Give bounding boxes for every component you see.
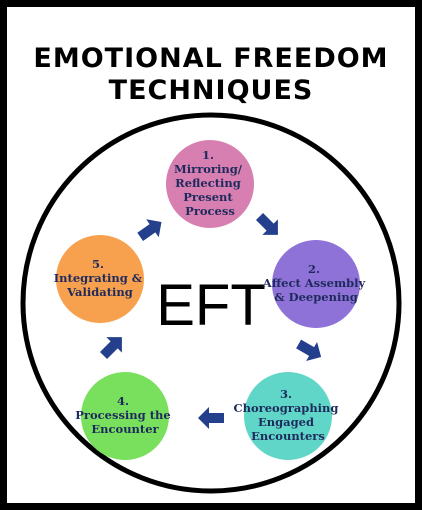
step-label-3: 3. Choreographing Engaged Encounters: [234, 387, 343, 443]
step-5-line-2: Integrating &: [54, 271, 143, 285]
step-5-line-3: Validating: [66, 285, 133, 299]
step-3-line-3: Engaged: [258, 415, 314, 429]
step-5-line-1: 5.: [92, 257, 104, 271]
step-node-1: 1. Mirroring/ Reflecting Present Process: [166, 140, 254, 228]
step-2-line-1: 2.: [308, 262, 320, 276]
step-3-line-4: Encounters: [251, 429, 325, 443]
arrow-3-to-4: [198, 407, 224, 429]
step-1-line-5: Process: [185, 204, 235, 218]
step-node-2: 2. Affect Assembly & Deepening: [262, 240, 369, 328]
step-node-4: 4. Processing the Encounter: [75, 372, 174, 460]
step-1-line-4: Present: [183, 190, 233, 204]
step-circle-3: [244, 372, 332, 460]
arrow-1-to-2: [255, 212, 278, 235]
step-4-line-1: 4.: [117, 394, 129, 408]
step-4-line-3: Encounter: [91, 422, 159, 436]
step-label-2: 2. Affect Assembly & Deepening: [262, 262, 369, 304]
step-1-line-1: 1.: [202, 148, 214, 162]
eft-cycle-diagram: EFT 1. Mirroring/ Reflecting Present Pro…: [20, 112, 402, 494]
infographic-panel: EMOTIONAL FREEDOM TECHNIQUES EFT 1. Mirr…: [7, 7, 415, 503]
arrow-2-to-3: [296, 339, 322, 362]
step-2-line-2: Affect Assembly: [262, 276, 366, 290]
title-line-1: EMOTIONAL FREEDOM: [33, 43, 389, 74]
page-title: EMOTIONAL FREEDOM TECHNIQUES: [7, 43, 415, 107]
step-label-1: 1. Mirroring/ Reflecting Present Process: [174, 148, 246, 218]
step-3-line-1: 3.: [280, 387, 292, 401]
step-1-line-2: Mirroring/: [174, 162, 243, 176]
step-label-5: 5. Integrating & Validating: [54, 257, 146, 299]
step-circle-5: [56, 235, 144, 323]
step-2-line-3: & Deepening: [274, 290, 357, 304]
step-1-line-3: Reflecting: [175, 176, 241, 190]
step-node-5: 5. Integrating & Validating: [54, 235, 146, 323]
step-circle-2: [272, 240, 360, 328]
arrow-4-to-5: [99, 337, 122, 360]
step-3-line-2: Choreographing: [234, 401, 339, 415]
step-circle-4: [81, 372, 169, 460]
step-4-line-2: Processing the: [75, 408, 170, 422]
step-label-4: 4. Processing the Encounter: [75, 394, 174, 436]
center-label: EFT: [156, 273, 266, 338]
arrow-5-to-1: [137, 219, 162, 241]
step-node-3: 3. Choreographing Engaged Encounters: [234, 372, 343, 460]
title-line-2: TECHNIQUES: [108, 75, 314, 106]
step-circle-1: [166, 140, 254, 228]
